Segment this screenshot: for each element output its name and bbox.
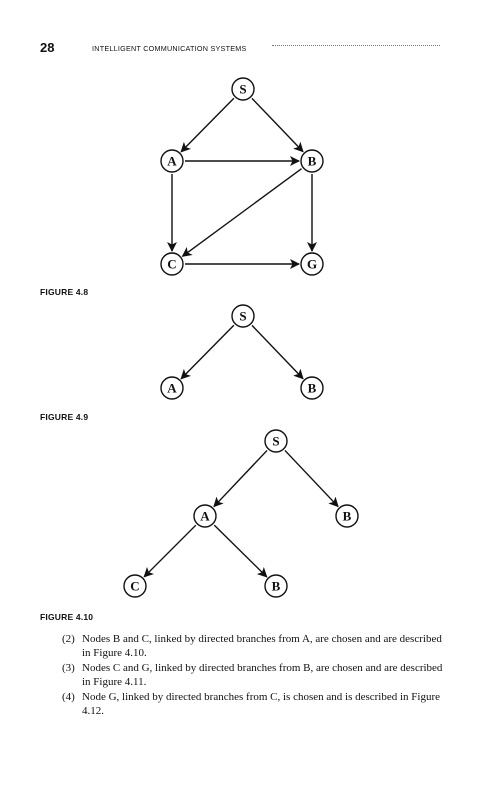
figure-4-8-caption: FIGURE 4.8 [40,287,89,297]
step-text: Nodes B and C, linked by directed branch… [82,633,442,659]
node-c: C [123,574,147,598]
node-label: S [239,82,246,97]
step-item: (2) Nodes B and C, linked by directed br… [62,633,444,660]
node-label: C [130,579,139,594]
node-a: A [160,376,184,400]
steps-list: (2) Nodes B and C, linked by directed br… [62,633,444,720]
step-text: Node G, linked by directed branches from… [82,691,441,717]
figure-4-9-caption: FIGURE 4.9 [40,412,89,422]
node-s: S [264,429,288,453]
step-item: (3) Nodes C and G, linked by directed br… [62,662,444,689]
node-b1: B [335,504,359,528]
node-label: B [343,509,352,524]
step-text: Nodes C and G, linked by directed branch… [82,662,443,688]
step-number: (3) [62,662,75,674]
node-label: B [272,579,281,594]
node-label: C [167,257,176,272]
node-label: G [307,257,317,272]
node-b: B [300,376,324,400]
edge-s-b1 [284,449,339,508]
node-label: B [308,154,317,169]
node-label: S [239,309,246,324]
node-a: A [160,149,184,173]
step-item: (4) Node G, linked by directed branches … [62,691,444,718]
page-number: 28 [40,40,55,55]
step-number: (2) [62,633,75,645]
step-number: (4) [62,691,75,703]
edge-b-c [181,168,302,257]
node-label: A [167,381,177,396]
edge-a-c [143,524,197,578]
node-label: A [200,509,210,524]
edge-s-a [213,449,268,508]
node-a: A [193,504,217,528]
running-head: INTELLIGENT COMMUNICATION SYSTEMS [92,44,247,53]
header-rule [272,45,440,46]
node-label: B [308,381,317,396]
figure-4-10-caption: FIGURE 4.10 [40,612,94,622]
node-b: B [300,149,324,173]
node-s: S [231,77,255,101]
edge-s-b [251,324,304,380]
edge-s-a [180,324,235,380]
node-label: A [167,154,177,169]
node-c: C [160,252,184,276]
edge-s-a [180,97,235,153]
node-g: G [300,252,324,276]
node-label: S [272,434,279,449]
edge-a-b2 [213,524,268,578]
node-b2: B [264,574,288,598]
page-header: 28 INTELLIGENT COMMUNICATION SYSTEMS [40,41,440,55]
node-s: S [231,304,255,328]
edge-s-b [251,97,304,153]
